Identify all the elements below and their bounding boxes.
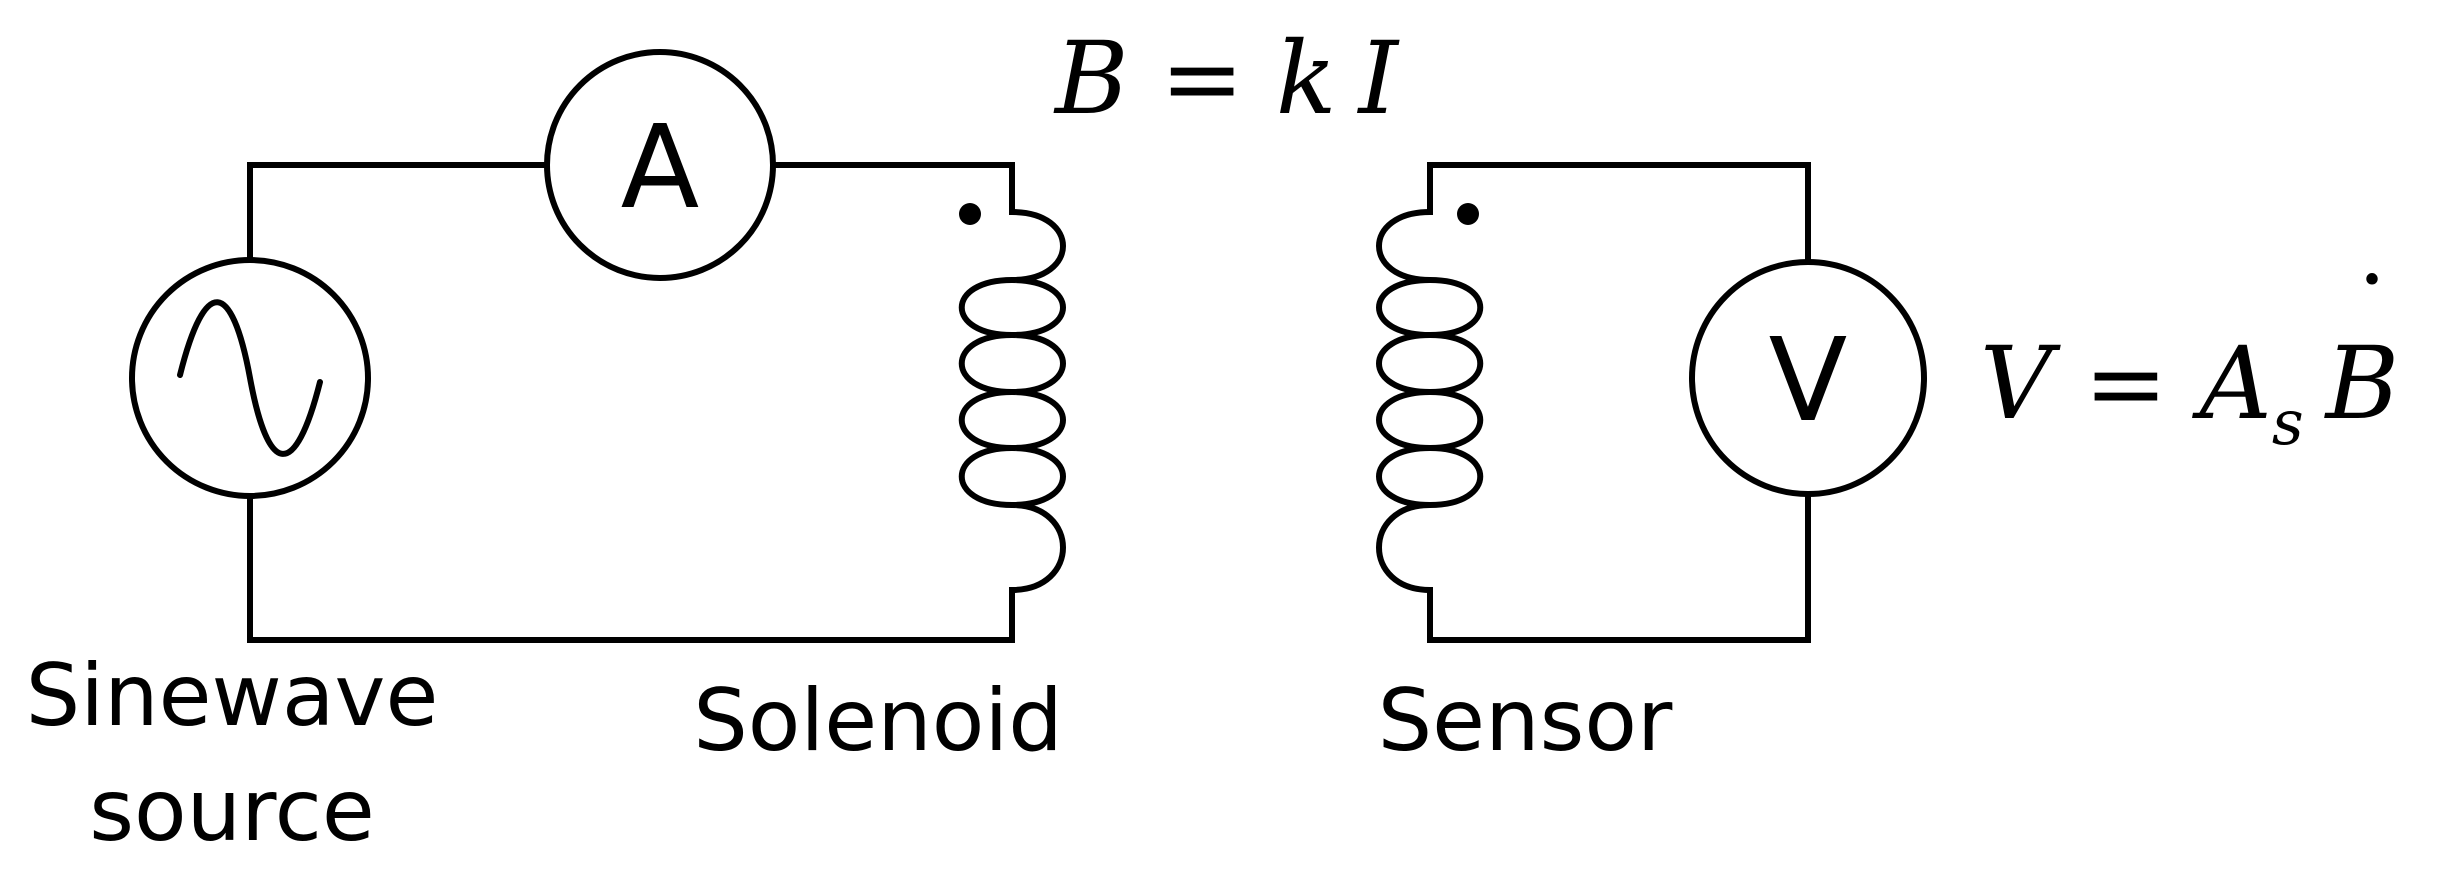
sensor-coil-icon [1376,209,1484,593]
ammeter-label: A [621,101,700,235]
source-label-line2: source [89,761,375,861]
solenoid-label: Solenoid [693,671,1063,771]
right-circuit-wire [1427,162,1811,643]
ammeter: A [544,49,776,281]
solenoid-polarity-dot [959,203,981,225]
solenoid-coil-icon [958,209,1066,593]
voltmeter: V [1689,259,1927,497]
sensor-label: Sensor [1378,671,1673,771]
left-circuit-wire [247,162,1015,643]
sensor-polarity-dot [1457,203,1479,225]
sinewave-source-icon [129,257,371,499]
time-derivative-dot: ˙ [2347,257,2397,374]
voltmeter-label: V [1769,314,1848,448]
source-label-line1: Sinewave [26,646,439,746]
